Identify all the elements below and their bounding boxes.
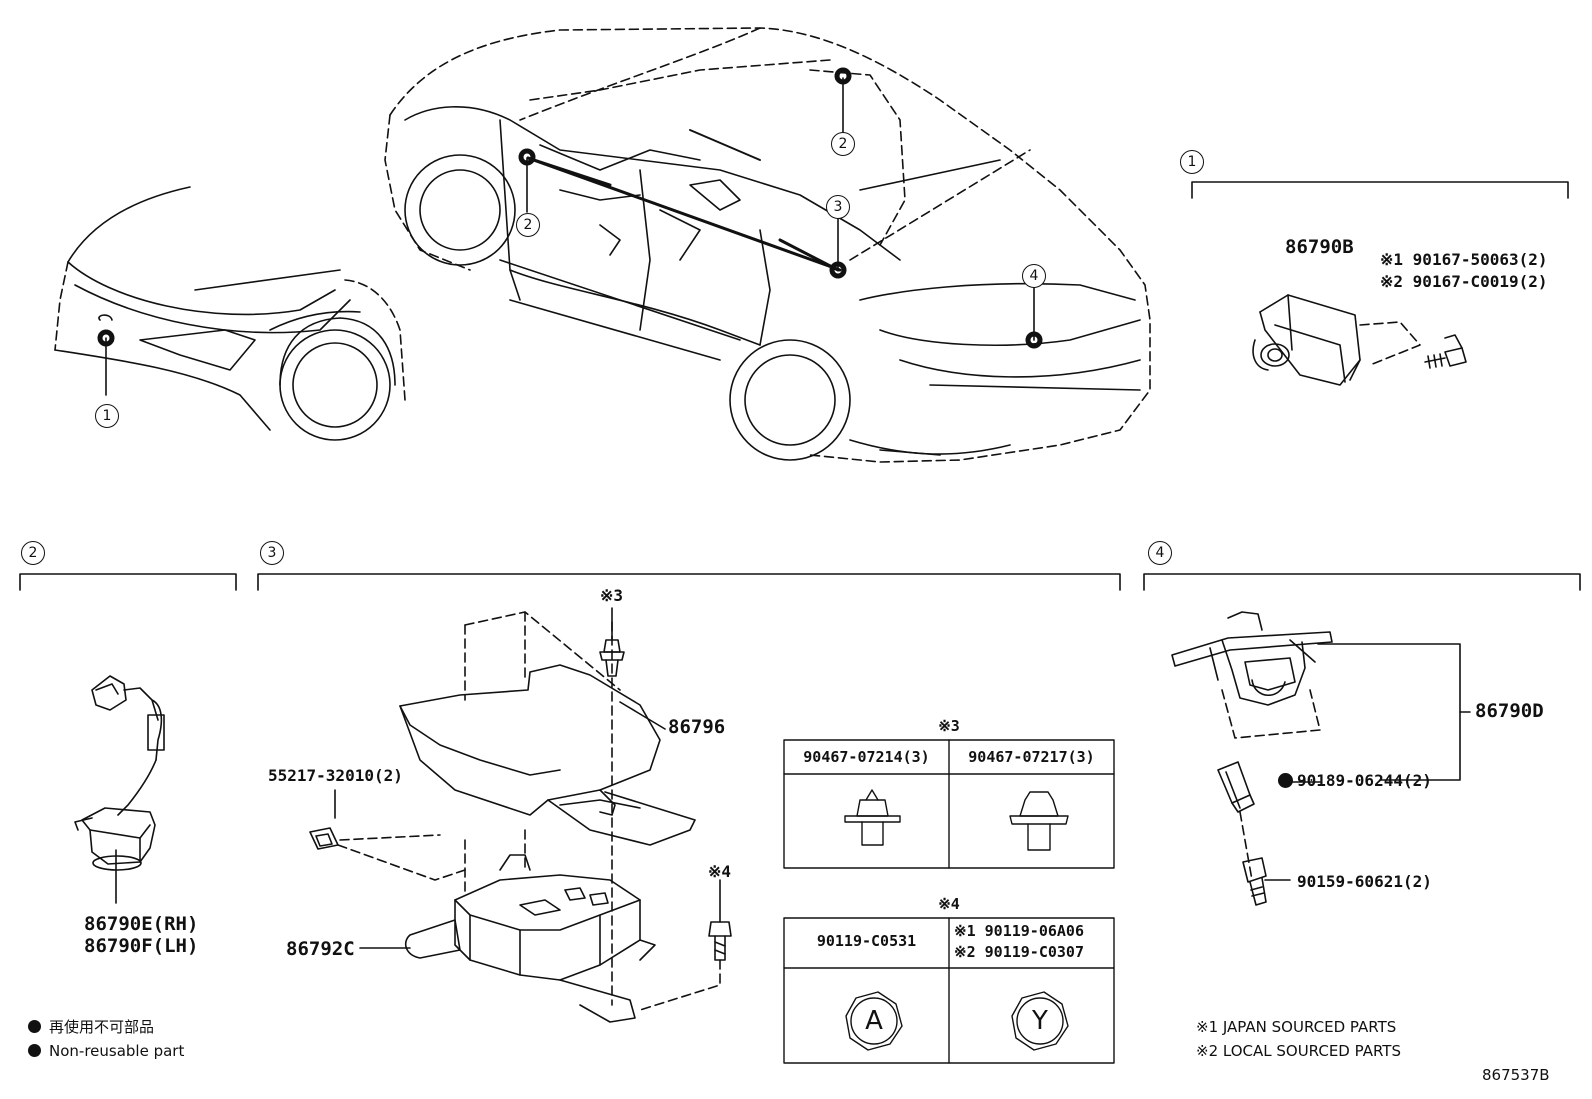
side-camera-illustration	[74, 675, 165, 904]
label-screw-local[interactable]: ※2 90167-C0019(2)	[1380, 272, 1548, 291]
callout-4: 4	[1022, 264, 1046, 288]
footnote-local-sourced: ※2 LOCAL SOURCED PARTS	[1196, 1042, 1401, 1060]
front-camera-illustration	[1252, 294, 1467, 386]
table-4-col2-japan[interactable]: ※1 90119-06A06	[954, 922, 1084, 940]
section-4-frame	[1143, 573, 1581, 591]
legend-english: Non-reusable part	[28, 1044, 184, 1059]
clip-table	[783, 739, 1115, 869]
label-rear-camera[interactable]: 86790D	[1475, 700, 1544, 722]
section-1-header: 1	[1180, 150, 1204, 174]
label-ecu[interactable]: 86792C	[286, 938, 355, 960]
table-3-title: ※3	[938, 717, 960, 735]
footnote-japan-sourced: ※1 JAPAN SOURCED PARTS	[1196, 1018, 1397, 1036]
label-bolt[interactable]: 90159-60621(2)	[1297, 872, 1432, 891]
section-2-frame	[19, 573, 237, 591]
diagram-id: 867537B	[1482, 1066, 1550, 1084]
vehicle-illustration	[105, 27, 1151, 463]
callout-2-left: 2	[516, 213, 540, 237]
label-side-camera-rh[interactable]: 86790E(RH)	[84, 913, 199, 935]
table-4-col2-local[interactable]: ※2 90119-C0307	[954, 943, 1084, 961]
table-4-title: ※4	[938, 895, 960, 913]
label-bracket[interactable]: 86796	[668, 716, 726, 738]
table-3-col1[interactable]: 90467-07214(3)	[803, 748, 930, 766]
install-point-markers	[97, 67, 1043, 349]
legend-dot-icon	[28, 1044, 41, 1057]
callout-1-front: 1	[95, 404, 119, 428]
section-3-frame	[257, 573, 1121, 591]
label-side-camera-lh[interactable]: 86790F(LH)	[84, 935, 199, 957]
legend-english-text: Non-reusable part	[49, 1042, 185, 1060]
callout-2-top: 2	[831, 132, 855, 156]
table-4-col1[interactable]: 90119-C0531	[816, 932, 917, 950]
nonreusable-mark-icon	[1278, 773, 1293, 788]
note-4-marker: ※4	[708, 862, 732, 881]
label-screw-japan[interactable]: ※1 90167-50063(2)	[1380, 250, 1548, 269]
legend-japanese-text: 再使用不可部品	[49, 1018, 155, 1036]
label-nonreusable-nut[interactable]: 90189-06244(2)	[1297, 771, 1432, 790]
table-3-col2[interactable]: 90467-07217(3)	[968, 748, 1095, 766]
legend-dot-icon	[28, 1020, 41, 1033]
nut-mark-y: Y	[1032, 1006, 1048, 1036]
note-3-marker: ※3	[600, 586, 624, 605]
section-3-header: 3	[260, 541, 284, 565]
front-bumper-illustration	[54, 186, 406, 441]
label-clip[interactable]: 55217-32010(2)	[268, 766, 403, 785]
section-4-header: 4	[1148, 541, 1172, 565]
callout-3: 3	[826, 195, 850, 219]
legend-japanese: 再使用不可部品	[28, 1020, 154, 1035]
section-1-frame	[1191, 181, 1569, 199]
section-2-header: 2	[21, 541, 45, 565]
ecu-assembly-illustration	[309, 607, 732, 1023]
rear-camera-illustration	[1171, 611, 1471, 906]
nut-mark-a: A	[865, 1006, 883, 1036]
label-front-camera[interactable]: 86790B	[1285, 236, 1354, 258]
nut-table	[783, 917, 1115, 1064]
